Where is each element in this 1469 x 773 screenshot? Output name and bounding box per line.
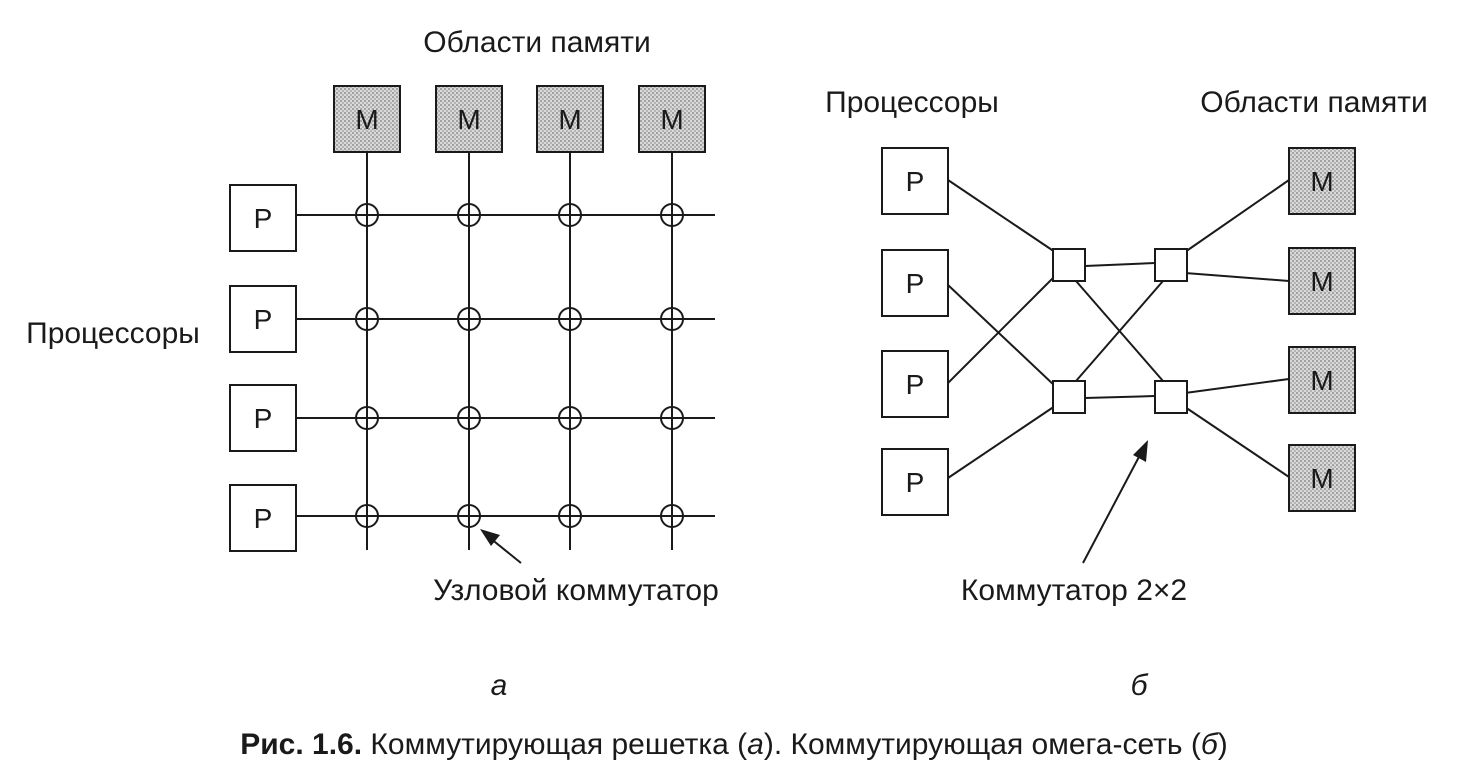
processor-label: P (254, 304, 273, 335)
processor-label: P (906, 467, 925, 498)
memory-box-a-2: M (435, 85, 503, 153)
crosspoint-switch (660, 203, 684, 227)
caption-b: б (1201, 728, 1219, 761)
processor-box-b-2: P (881, 249, 949, 317)
crosspoint-switch (558, 307, 582, 331)
processors-label: Процессоры (825, 86, 999, 119)
switch-2x2-arrow (1082, 440, 1148, 564)
panel-a-sublabel: а (491, 669, 508, 702)
processor-box-a-1: P (229, 184, 297, 252)
switch-2x2-label: Коммутатор 2×2 (961, 574, 1187, 607)
crosspoint-switch-grid (355, 203, 684, 528)
crosspoint-switch (558, 203, 582, 227)
memory-box-b-3: M (1288, 346, 1356, 414)
processor-box-b-4: P (881, 448, 949, 516)
processors-label: Процессоры (26, 317, 200, 350)
crosspoint-switch (355, 406, 379, 430)
memory-label: M (660, 104, 683, 135)
crosspoint-switch (660, 307, 684, 331)
memory-areas-title: Области памяти (423, 26, 651, 59)
node-switch-label: Узловой коммутатор (433, 574, 719, 607)
processor-label: P (254, 403, 273, 434)
caption-text-2: ). Коммутирующая омега-сеть ( (764, 728, 1201, 761)
memory-label: M (1310, 463, 1333, 494)
memory-areas-title: Области памяти (1200, 86, 1428, 119)
memory-label: M (1310, 365, 1333, 396)
processor-label: P (254, 203, 273, 234)
memory-label: M (355, 104, 378, 135)
crosspoint-switch (558, 406, 582, 430)
processor-box-a-4: P (229, 484, 297, 552)
crosspoint-switch (457, 307, 481, 331)
crosspoint-switch (457, 203, 481, 227)
memory-label: M (1310, 166, 1333, 197)
memory-box-a-3: M (536, 85, 604, 153)
crosspoint-switch (355, 203, 379, 227)
crosspoint-switch (660, 504, 684, 528)
crosspoint-switch (355, 504, 379, 528)
processor-box-b-3: P (881, 350, 949, 418)
switch-2x2-stage1-bottom (1052, 380, 1086, 414)
caption-a: а (747, 728, 764, 761)
crosspoint-switch (660, 406, 684, 430)
crosspoint-switch (558, 504, 582, 528)
switch-2x2-stage2-bottom (1154, 380, 1188, 414)
omega-network-panel: Процессоры Области памяти (825, 86, 1428, 702)
memory-box-b-2: M (1288, 247, 1356, 315)
memory-label: M (558, 104, 581, 135)
crosspoint-switch (457, 504, 481, 528)
crosspoint-switch (457, 406, 481, 430)
processor-label: P (906, 268, 925, 299)
memory-label: M (457, 104, 480, 135)
processor-label: P (254, 503, 273, 534)
memory-box-b-1: M (1288, 147, 1356, 215)
processor-label: P (906, 369, 925, 400)
memory-box-a-1: M (333, 85, 401, 153)
panel-b-sublabel: б (1131, 669, 1149, 702)
omega-network-links (947, 179, 1290, 479)
memory-box-a-4: M (638, 85, 706, 153)
crossbar-panel: Области памяти Процессоры M M M M (26, 26, 719, 702)
processor-box-a-3: P (229, 384, 297, 452)
node-switch-arrow (480, 529, 522, 564)
processor-label: P (906, 166, 925, 197)
caption-number: Рис. 1.6. (240, 728, 362, 761)
switch-2x2-stage1-top (1052, 248, 1086, 282)
memory-label: M (1310, 266, 1333, 297)
crosspoint-switch (355, 307, 379, 331)
figure-caption: Рис. 1.6. Коммутирующая решетка (а). Ком… (240, 728, 1228, 761)
processor-box-a-2: P (229, 285, 297, 353)
caption-text-3: ) (1218, 728, 1228, 761)
memory-box-b-4: M (1288, 444, 1356, 512)
switch-2x2-stage2-top (1154, 248, 1188, 282)
processor-box-b-1: P (881, 147, 949, 215)
caption-text-1: Коммутирующая решетка ( (362, 728, 747, 761)
